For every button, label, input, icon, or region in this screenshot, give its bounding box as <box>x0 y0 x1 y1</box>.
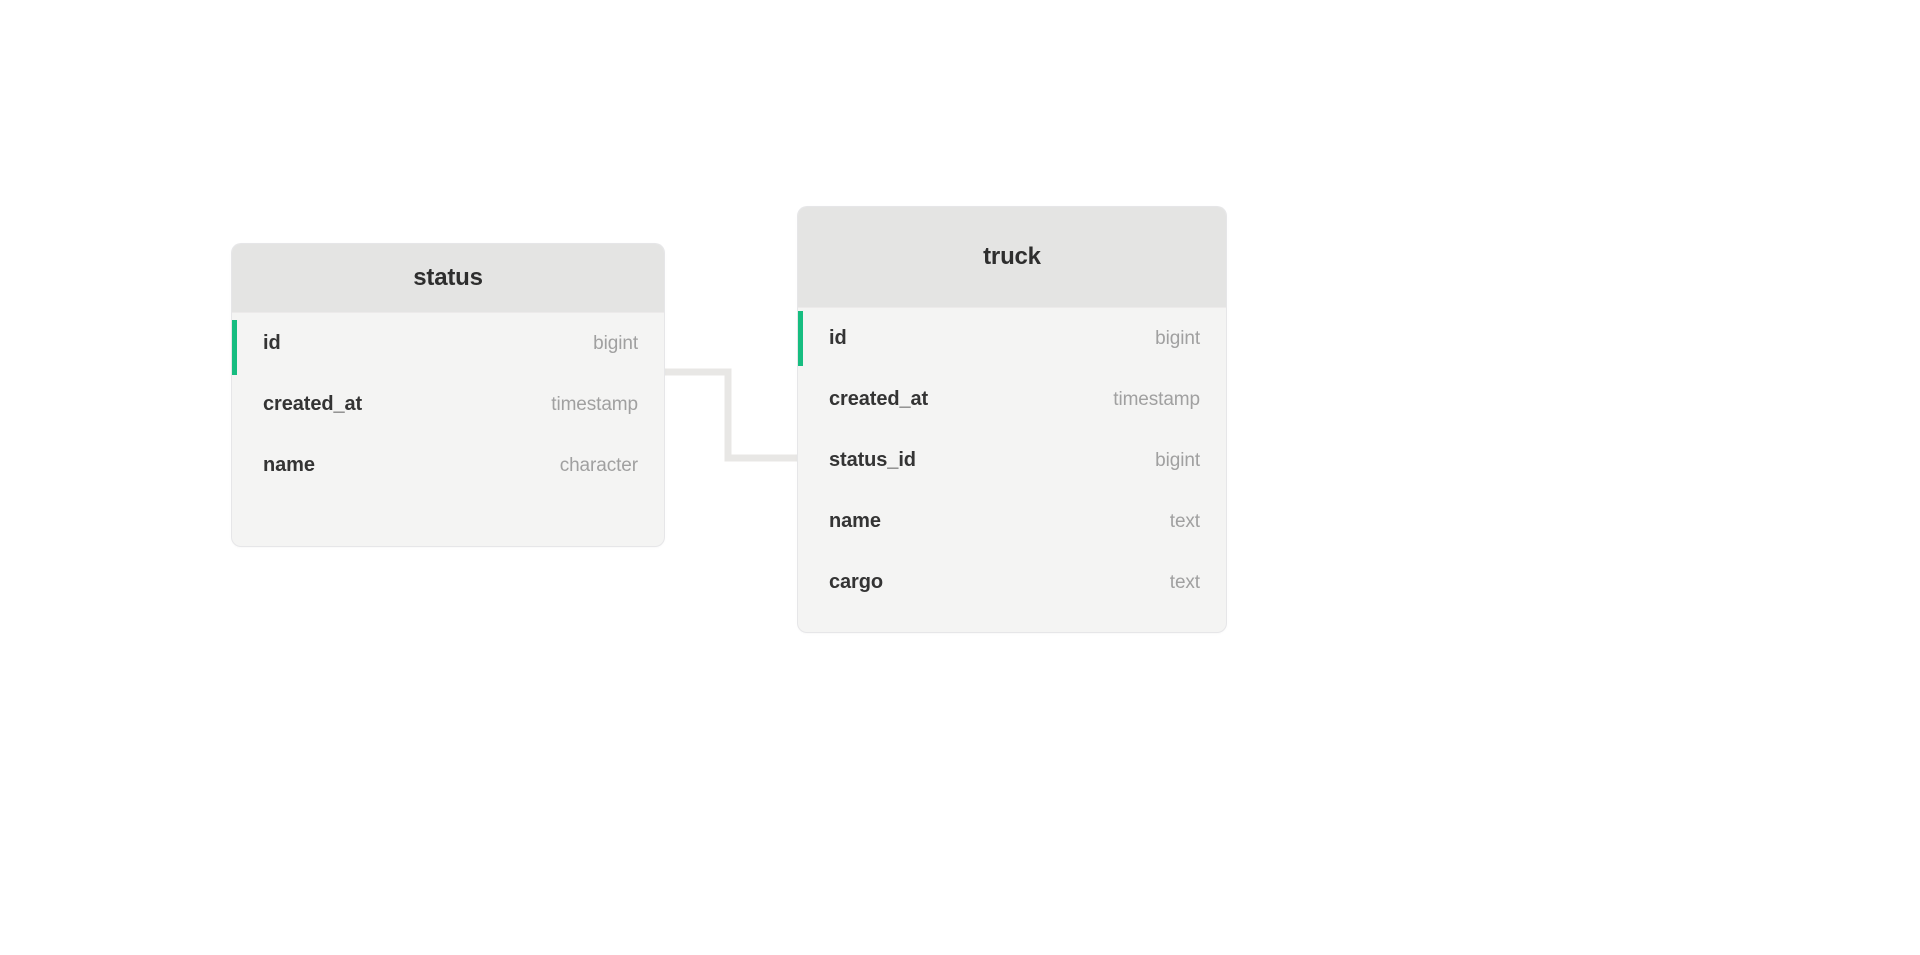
entity-title-status: status <box>413 264 483 291</box>
field-type: bigint <box>1155 327 1200 349</box>
primary-key-accent-icon <box>232 320 237 375</box>
field-name: name <box>829 510 881 532</box>
field-type: text <box>1169 510 1200 532</box>
field-name: name <box>263 454 315 476</box>
entity-body-truck: id bigint created_at timestamp status_id… <box>798 308 1226 613</box>
field-row-status-id[interactable]: id bigint <box>232 313 664 375</box>
entity-header-status: status <box>232 244 664 313</box>
entity-card-truck[interactable]: truck id bigint created_at timestamp sta… <box>798 207 1226 632</box>
primary-key-accent-icon <box>798 311 803 366</box>
field-type: bigint <box>1155 449 1200 471</box>
entity-header-truck: truck <box>798 207 1226 308</box>
field-type: timestamp <box>1113 388 1200 410</box>
entity-title-truck: truck <box>983 243 1041 270</box>
entity-body-status: id bigint created_at timestamp name char… <box>232 313 664 496</box>
relationship-line-status-truck[interactable] <box>664 368 798 462</box>
field-row-status-name[interactable]: name character <box>232 435 664 496</box>
field-name: status_id <box>829 449 916 471</box>
field-name: created_at <box>263 393 363 415</box>
field-name: cargo <box>829 571 883 593</box>
field-row-truck-created_at[interactable]: created_at timestamp <box>798 369 1226 430</box>
field-row-truck-cargo[interactable]: cargo text <box>798 552 1226 613</box>
field-row-truck-status_id[interactable]: status_id bigint <box>798 430 1226 491</box>
field-row-truck-id[interactable]: id bigint <box>798 308 1226 369</box>
field-type: text <box>1169 571 1200 593</box>
field-row-status-created_at[interactable]: created_at timestamp <box>232 374 664 435</box>
entity-card-status[interactable]: status id bigint created_at timestamp na… <box>232 244 664 546</box>
field-type: timestamp <box>551 393 638 415</box>
field-name: id <box>829 327 847 349</box>
field-name: created_at <box>829 388 929 410</box>
field-row-truck-name[interactable]: name text <box>798 491 1226 552</box>
field-type: character <box>559 454 638 476</box>
field-name: id <box>263 332 281 354</box>
field-type: bigint <box>593 332 638 354</box>
